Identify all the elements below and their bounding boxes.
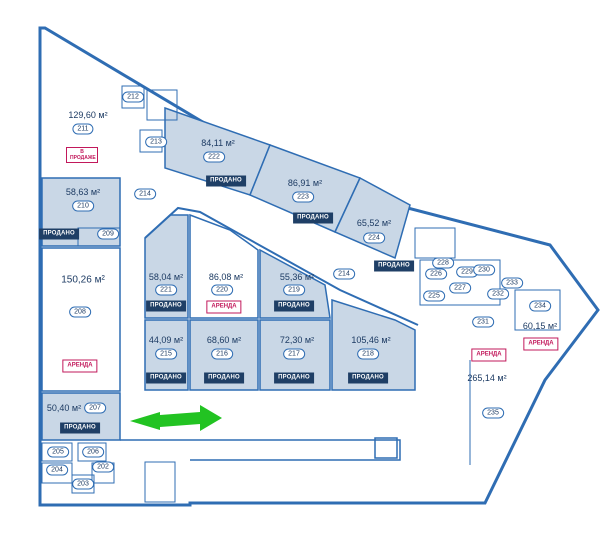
- room-232-number: 232: [487, 288, 509, 300]
- room-204-number: 204: [46, 464, 68, 476]
- unit-218-area: 105,46 м²: [351, 335, 391, 345]
- room-226-number: 226: [425, 268, 447, 280]
- unit-223-number: 223: [292, 191, 314, 203]
- unit-235-area: 265,14 м²: [467, 373, 507, 383]
- room-206-number: 206: [82, 446, 104, 458]
- unit-220-shape: [189, 213, 259, 319]
- unit-221-number: 221: [155, 284, 177, 296]
- unit-235-status: АРЕНДА: [471, 348, 507, 362]
- unit-234-area: 60,15 м²: [522, 321, 558, 331]
- stair-right: [414, 227, 456, 259]
- inner-block-edge: [144, 206, 419, 326]
- room-203-number: 203: [72, 478, 94, 490]
- unit-234-status: АРЕНДА: [523, 337, 559, 351]
- unit-207-status: ПРОДАНО: [60, 422, 100, 434]
- stair-bottom: [144, 461, 176, 503]
- lift-box: [374, 437, 398, 459]
- room-203-shape: [71, 474, 95, 494]
- room-225-number: 225: [423, 290, 445, 302]
- unit-208-status: АРЕНДА: [62, 359, 98, 373]
- unit-217-status: ПРОДАНО: [274, 372, 314, 384]
- unit-211-area: 129,60 м²: [68, 110, 108, 120]
- unit-215-number: 215: [155, 348, 177, 360]
- unit-224-area: 65,52 м²: [356, 218, 392, 228]
- unit-211-number: 211: [72, 123, 94, 135]
- room-228-number: 228: [432, 257, 454, 269]
- unit-219-number: 219: [283, 284, 305, 296]
- room-233-number: 233: [501, 277, 523, 289]
- unit-207-number: 207: [84, 402, 106, 414]
- room-205-number: 205: [47, 446, 69, 458]
- unit-221-status: ПРОДАНО: [146, 300, 186, 312]
- unit-216-number: 216: [211, 348, 233, 360]
- room-205-shape: [41, 442, 73, 462]
- unit-221-area: 58,04 м²: [148, 272, 184, 282]
- room-214-number-b: 214: [333, 268, 355, 280]
- unit-218-number: 218: [357, 348, 379, 360]
- green-arrow: [130, 405, 222, 431]
- unit-217-area: 72,30 м²: [279, 335, 315, 345]
- unit-219-status: ПРОДАНО: [274, 300, 314, 312]
- unit-210-area: 58,63 м²: [65, 187, 101, 197]
- unit-208-area: 150,26 м²: [61, 274, 105, 286]
- lower-wall: [120, 439, 401, 461]
- unit-224-shape: [333, 176, 411, 260]
- unit-215-status: ПРОДАНО: [146, 372, 186, 384]
- unit-216-status: ПРОДАНО: [204, 372, 244, 384]
- unit-215-area: 44,09 м²: [148, 335, 184, 345]
- room-204-shape: [41, 462, 73, 484]
- unit-219-area: 55,36 м²: [279, 272, 315, 282]
- unit-218-status: ПРОДАНО: [348, 372, 388, 384]
- unit-222-number: 222: [203, 151, 225, 163]
- room-202-number: 202: [92, 461, 114, 473]
- room-227-number: 227: [449, 282, 471, 294]
- room-213-number: 213: [145, 136, 167, 148]
- unit-211-status: В ПРОДАЖЕ: [66, 147, 98, 163]
- unit-235-number: 235: [482, 407, 504, 419]
- unit-220-number: 220: [211, 284, 233, 296]
- unit-224-number: 224: [363, 232, 385, 244]
- unit-217-number: 217: [283, 348, 305, 360]
- unit-234-number: 234: [529, 300, 551, 312]
- unit-218-shape: [331, 298, 416, 391]
- unit-224-status: ПРОДАНО: [374, 260, 414, 272]
- unit-223-area: 86,91 м²: [287, 178, 323, 188]
- room-206-shape: [77, 442, 107, 462]
- unit-210-number: 210: [72, 200, 94, 212]
- room-230-number: 230: [473, 264, 495, 276]
- unit-220-status: АРЕНДА: [206, 300, 242, 314]
- room-212-shape: [121, 85, 145, 109]
- unit-216-area: 68,60 м²: [206, 335, 242, 345]
- room-234-shape: [514, 289, 561, 331]
- unit-210-status: ПРОДАНО: [39, 228, 79, 240]
- room-212-number: 212: [122, 91, 144, 103]
- unit-220-area: 86,08 м²: [208, 272, 244, 282]
- room-cluster: [419, 259, 501, 306]
- room-214-number-a: 214: [134, 188, 156, 200]
- unit-222-area: 84,11 м²: [201, 138, 235, 148]
- room-209-number: 209: [97, 228, 119, 240]
- unit-222-status: ПРОДАНО: [206, 175, 246, 187]
- stair-top: [146, 89, 178, 121]
- room-231-number: 231: [472, 316, 494, 328]
- unit-208-number: 208: [69, 306, 91, 318]
- unit-207-area: 50,40 м²: [46, 403, 82, 413]
- unit-223-status: ПРОДАНО: [293, 212, 333, 224]
